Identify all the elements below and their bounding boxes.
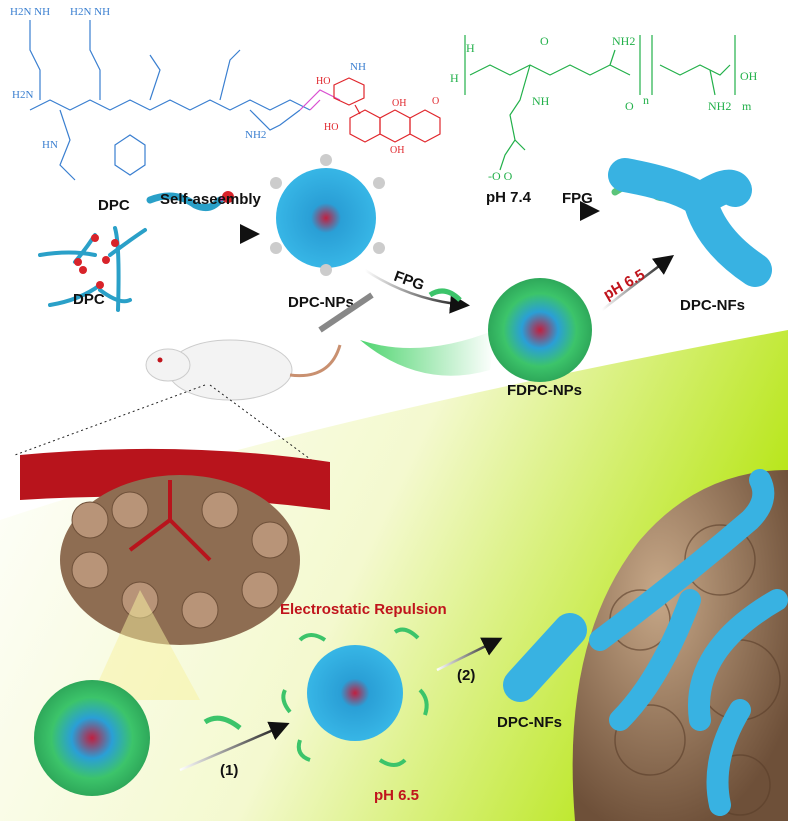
tumor-tissue [60, 475, 300, 645]
self-assembly-label: Self-aseembly [160, 191, 262, 208]
guanidine-1-label: H2N NH [10, 6, 50, 18]
fpg-o-top: O [540, 34, 549, 48]
electrostatic-repulsion-label: Electrostatic Repulsion [280, 601, 447, 618]
injection-beam [360, 330, 495, 376]
dox-structure [333, 77, 441, 143]
fdpc-nanoparticle-bottom [34, 680, 150, 796]
ph65-bottom-label: pH 6.5 [374, 787, 419, 804]
nh2-label: NH2 [245, 129, 266, 141]
dpc-nfs-bottom-label: DPC-NFs [497, 714, 562, 731]
dpc-nanoparticle [276, 168, 376, 268]
fpg-o-bottom: O [625, 99, 634, 113]
mouse-illustration [145, 339, 342, 401]
released-fpg-chain [203, 715, 242, 730]
dpc-monomer-heads [74, 234, 119, 289]
ph65-arrow [601, 255, 675, 311]
step2-label: (2) [457, 667, 475, 684]
fpg-arrow [364, 268, 470, 314]
dpc-nfs-top-label: DPC-NFs [680, 297, 745, 314]
dpc-nanoparticle-repulsion [307, 645, 403, 741]
step1-arrow [179, 721, 290, 772]
fpg-n-label: n [643, 93, 649, 107]
fdpc-nanoparticle [488, 278, 592, 382]
dox-oh1: OH [392, 98, 406, 109]
positive-charge-markers [270, 154, 385, 276]
step2-arrow [436, 637, 503, 672]
fpg-free-chain [428, 288, 462, 302]
dpc-nanofiber-top [608, 158, 772, 287]
tumor-cell-large [572, 469, 788, 821]
guanidine-2-label: H2N NH [70, 6, 110, 18]
dpc-structure-label: DPC [98, 197, 130, 214]
fpg-h-label: H [450, 71, 459, 85]
nh-label: NH [350, 61, 366, 73]
ph74-label: pH 7.4 [486, 189, 532, 206]
fpg-oh: OH [740, 69, 758, 83]
fpg-nh2-bottom: NH2 [708, 99, 731, 113]
fpg-nh2-top: NH2 [612, 34, 635, 48]
dpc-nanofiber-short [503, 613, 587, 702]
ph65-top-label: pH 6.5 [601, 266, 648, 303]
dpc-label: DPC [73, 291, 105, 308]
dpc-chemical-structure [29, 20, 341, 181]
fpg-chemical-structure [464, 35, 736, 171]
hn-label: HN [42, 139, 58, 151]
fpg-carboxylate: -O O [488, 169, 513, 183]
amide-label: H2N [12, 89, 33, 101]
repelled-fpg-chains [281, 627, 429, 767]
fpg-structure-label: FPG [562, 190, 593, 207]
syringe-icon [318, 292, 374, 333]
dpc-nps-label: DPC-NPs [288, 294, 354, 311]
zoom-guide-left [14, 384, 206, 456]
dox-ho: HO [316, 76, 330, 87]
dox-ho2: HO [324, 122, 338, 133]
dox-methoxy: O [432, 96, 439, 107]
dpc-molecule-icon [146, 191, 234, 212]
fdpc-nps-label: FDPC-NPs [507, 382, 582, 399]
zoom-guide-right [209, 384, 326, 471]
dox-oh2: OH [390, 145, 404, 156]
zoom-cone [90, 590, 200, 700]
fpg-m-label: m [742, 99, 752, 113]
step1-label: (1) [220, 762, 238, 779]
fpg-nh-label: H [466, 41, 475, 55]
fpg-arrow-label: FPG [392, 268, 427, 295]
fpg-nh-side: NH [532, 94, 550, 108]
